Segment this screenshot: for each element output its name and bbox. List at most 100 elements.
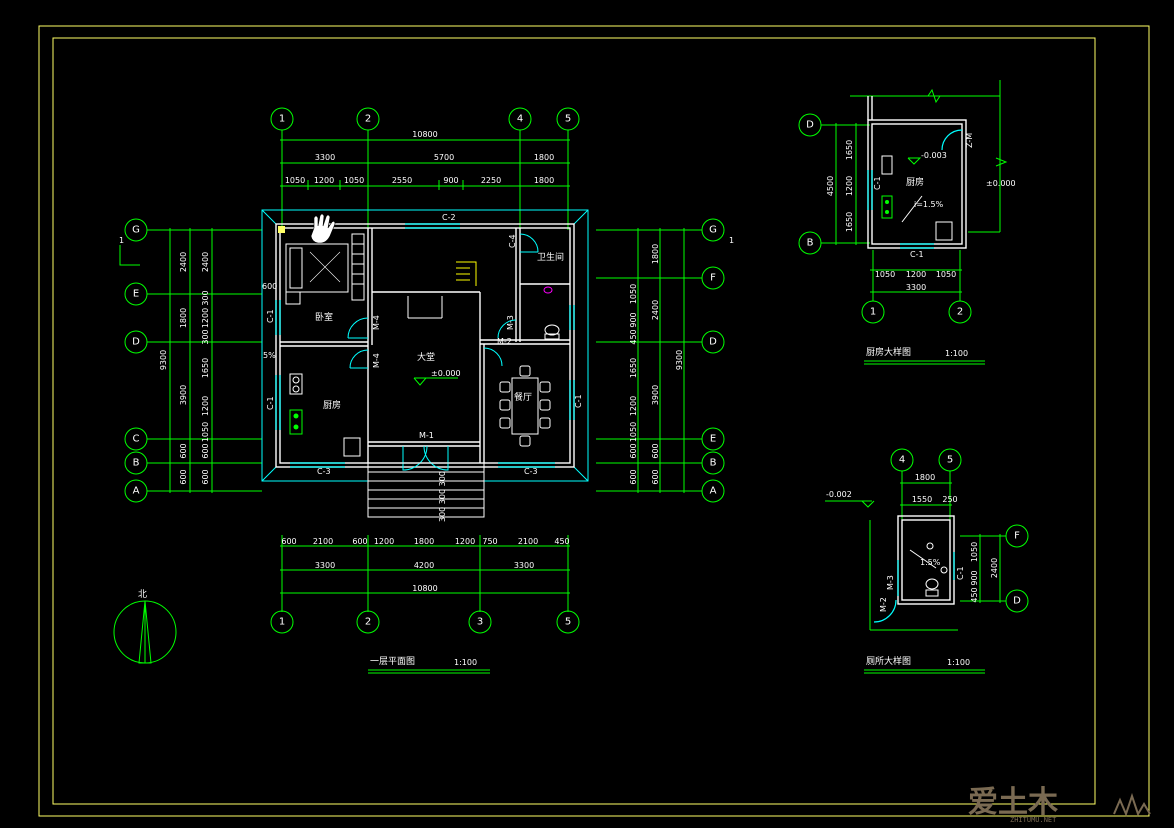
north-arrow-icon [113, 600, 177, 664]
bath-dim-r0: 1050 [970, 542, 979, 562]
left-dim-t3-5: 1200 [201, 396, 210, 416]
bath-grid-4: 4 [899, 455, 905, 466]
left-dim-t2-1: 1800 [179, 308, 188, 328]
room-bedroom: 卧室 [315, 311, 333, 323]
right-dim-t3-2: 450 [629, 329, 638, 344]
top-grid-1: 1 [279, 114, 285, 125]
kitchen-tag-1: C-1 [873, 176, 882, 190]
left-dim-t3-3: 300 [201, 329, 210, 344]
bath-tag-2: C-1 [956, 566, 965, 580]
tag-c1-right: C-1 [574, 394, 583, 408]
top-dim-t2-1: 5700 [434, 153, 454, 162]
right-grid-a: A [710, 486, 717, 497]
bath-scale: 1:100 [947, 658, 970, 667]
left-dim-t3-8: 600 [201, 469, 210, 484]
bottom-dim-t1-3: 1200 [374, 537, 394, 546]
kitchen-dim-b1: 1200 [906, 270, 926, 279]
tag-door-m2: M-2 [497, 337, 512, 346]
top-dim-t3-4: 900 [443, 176, 458, 185]
tag-door-bath: M-3 [506, 315, 515, 330]
top-grid-5: 5 [565, 114, 571, 125]
top-grid-2: 2 [365, 114, 371, 125]
section-mark-left: 1 [119, 236, 124, 245]
top-dim-t2-0: 3300 [315, 153, 335, 162]
bottom-dim-t1-8: 450 [554, 537, 569, 546]
kitchen-dim-b0: 1050 [875, 270, 895, 279]
tag-m4b: M-4 [372, 353, 381, 368]
hand-cursor-icon [310, 213, 336, 244]
right-dim-t3-7: 600 [629, 469, 638, 484]
bottom-grid-2: 2 [365, 617, 371, 628]
right-dim-t2-3: 600 [651, 443, 660, 458]
tag-ref-5pct: 5% [263, 351, 276, 360]
bath-title: 厕所大样图 [866, 655, 911, 667]
kitchen-detail: D B 1 2 -0.003 ±0.000 i=1.5% 厨房 C-1 C-1 … [798, 80, 1016, 365]
right-dim-t3-0: 1050 [629, 284, 638, 304]
bath-dim-top2-0: 1550 [912, 495, 932, 504]
bath-detail: 4 5 F D -0.002 1.5% M-3 M-2 C-1 1800 155… [825, 448, 1029, 674]
tag-window-br: C-3 [524, 467, 538, 476]
left-dim-total: 9300 [159, 350, 168, 370]
bath-tag-0: M-3 [886, 575, 895, 590]
left-grid-a: A [133, 486, 140, 497]
bath-elev: -0.002 [826, 490, 852, 499]
bottom-dim-total: 10800 [412, 584, 437, 593]
outer-frame [38, 25, 1150, 817]
kitchen-grid-b: B [807, 238, 814, 249]
right-dim-t3-6: 600 [629, 443, 638, 458]
right-grid-b: B [710, 458, 717, 469]
top-dim-t3-3: 2550 [392, 176, 412, 185]
room-bath: 卫生间 [537, 251, 564, 263]
main-elevation: ±0.000 [431, 369, 461, 378]
section-mark-right: 1 [729, 236, 734, 245]
right-dim-t3-5: 1050 [629, 422, 638, 442]
top-dim-t3-5: 2250 [481, 176, 501, 185]
kitchen-title: 厨房大样图 [866, 346, 911, 358]
right-dim-t2-1: 2400 [651, 300, 660, 320]
tag-window-bl: C-3 [317, 467, 331, 476]
bottom-dim-t1-4: 1800 [414, 537, 434, 546]
bath-dim-r2: 450 [970, 587, 979, 602]
kitchen-room: 厨房 [906, 176, 924, 188]
bath-slope: 1.5% [920, 558, 941, 567]
right-dim-t2-4: 600 [651, 469, 660, 484]
kitchen-grid-1: 1 [870, 307, 876, 318]
tag-ref-600: 600 [262, 282, 277, 291]
watermark-logo: 爱土木 [968, 785, 1058, 820]
north-label: 北 [138, 589, 147, 600]
watermark: 爱土木 ZHITUMU.NET [968, 785, 1151, 824]
right-dim-t2-2: 3900 [651, 385, 660, 405]
tag-stair-dims: 300 300 300 [438, 471, 447, 522]
bottom-dim-t1-1: 2100 [313, 537, 333, 546]
right-grid-e: E [710, 434, 716, 445]
left-dim-t3-1: 300 [201, 290, 210, 305]
right-dim-t3-4: 1200 [629, 396, 638, 416]
marker-square [278, 226, 285, 233]
bottom-dim-t1-2: 600 [352, 537, 367, 546]
right-grid-f: F [710, 273, 716, 284]
left-dim-t2-0: 2400 [179, 252, 188, 272]
bottom-grid-1: 1 [279, 617, 285, 628]
main-plan: 1 2 4 5 10800 3300 5700 1800 1050 1200 1… [113, 107, 734, 674]
tag-c4: C-4 [508, 234, 517, 248]
bath-dim-r1: 900 [970, 570, 979, 585]
tag-window-top: C-2 [442, 213, 456, 222]
left-dim-t2-4: 600 [179, 469, 188, 484]
bath-tag-1: M-2 [879, 597, 888, 612]
kitchen-dim-l0: 1650 [845, 140, 854, 160]
top-dim-t3-1: 1200 [314, 176, 334, 185]
kitchen-dim-ltotal: 4500 [826, 176, 835, 196]
left-dim-t2-3: 600 [179, 443, 188, 458]
left-dim-t2-2: 3900 [179, 385, 188, 405]
bath-dim-top: 1800 [915, 473, 935, 482]
top-dim-t3-2: 1050 [344, 176, 364, 185]
bottom-dim-t2-2: 3300 [514, 561, 534, 570]
right-dim-total: 9300 [675, 350, 684, 370]
kitchen-elev-out: ±0.000 [986, 179, 1016, 188]
bottom-dim-t1-5: 1200 [455, 537, 475, 546]
main-plan-title: 一层平面图 [370, 656, 415, 667]
bath-grid-5: 5 [947, 455, 953, 466]
bottom-grid-3: 3 [477, 617, 483, 628]
left-grid-d: D [132, 337, 140, 348]
